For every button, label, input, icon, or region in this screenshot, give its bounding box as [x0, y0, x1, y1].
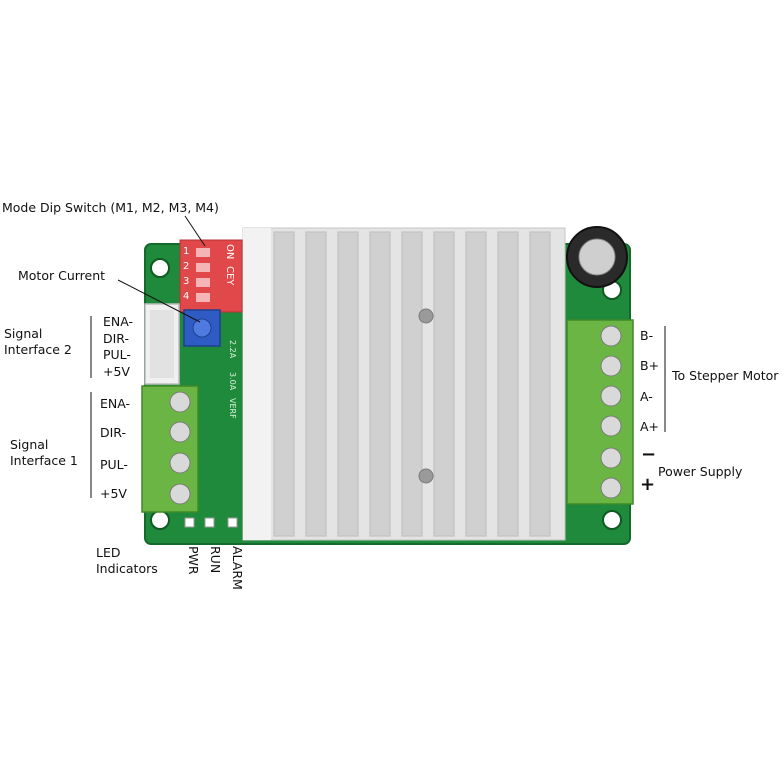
motor-power-terminal	[566, 319, 634, 505]
signal1-pin-5v: +5V	[100, 486, 127, 501]
signal1-pin-pul: PUL-	[100, 457, 128, 472]
led-label-pwr: PWR	[186, 546, 201, 575]
motor-current-label: Motor Current	[18, 268, 106, 283]
motor-pin-a-minus: A-	[640, 389, 653, 404]
current-callout-line	[117, 279, 201, 323]
led-indicators-label: LED Indicators	[96, 545, 158, 576]
signal2-pin-5v: +5V	[103, 364, 130, 379]
signal1-terminal	[141, 385, 199, 513]
motor-pin-b-minus: B-	[640, 328, 654, 343]
led-label-alarm: ALARM	[230, 546, 245, 590]
led-row	[184, 517, 238, 528]
heatsink	[242, 227, 566, 541]
mode-dip-switch-label: Mode Dip Switch (M1, M2, M3, M4)	[2, 200, 219, 215]
dip-number-2: 2	[183, 261, 190, 272]
dip-callout-line	[184, 215, 206, 247]
silk-3-0a: 3.0A	[228, 372, 237, 391]
dip-brand-label: CEY	[224, 266, 235, 286]
dip-number-3: 3	[183, 276, 190, 287]
signal-interface-1-label: Signal Interface 1	[10, 437, 78, 468]
power-pin-minus: −	[641, 444, 657, 465]
mounting-hole-tl	[150, 258, 170, 278]
dip-switch	[179, 239, 243, 313]
signal1-pin-ena: ENA-	[100, 396, 131, 411]
signal2-pin-pul: PUL-	[103, 347, 131, 362]
dip-number-1: 1	[183, 246, 190, 257]
dip-on-label: ON	[224, 244, 235, 260]
capacitor	[566, 226, 628, 288]
mounting-hole-bl	[150, 510, 170, 530]
motor-pin-b-plus: B+	[640, 358, 660, 373]
signal2-pin-ena: ENA-	[103, 314, 134, 329]
power-supply-label: Power Supply	[658, 464, 743, 479]
mounting-hole-br	[602, 510, 622, 530]
power-pin-plus: +	[640, 474, 656, 495]
signal1-pin-dir: DIR-	[100, 425, 127, 440]
potentiometer	[183, 309, 221, 347]
dip-number-4: 4	[183, 291, 190, 302]
silk-2-2a: 2.2A	[228, 340, 237, 359]
silk-verf: VERF	[228, 398, 237, 419]
motor-pin-a-plus: A+	[640, 419, 660, 434]
signal-interface-2-label: Signal Interface 2	[4, 326, 72, 357]
led-label-run: RUN	[208, 546, 223, 574]
to-stepper-motor-label: To Stepper Motor	[672, 368, 779, 383]
signal2-pin-dir: DIR-	[103, 331, 130, 346]
